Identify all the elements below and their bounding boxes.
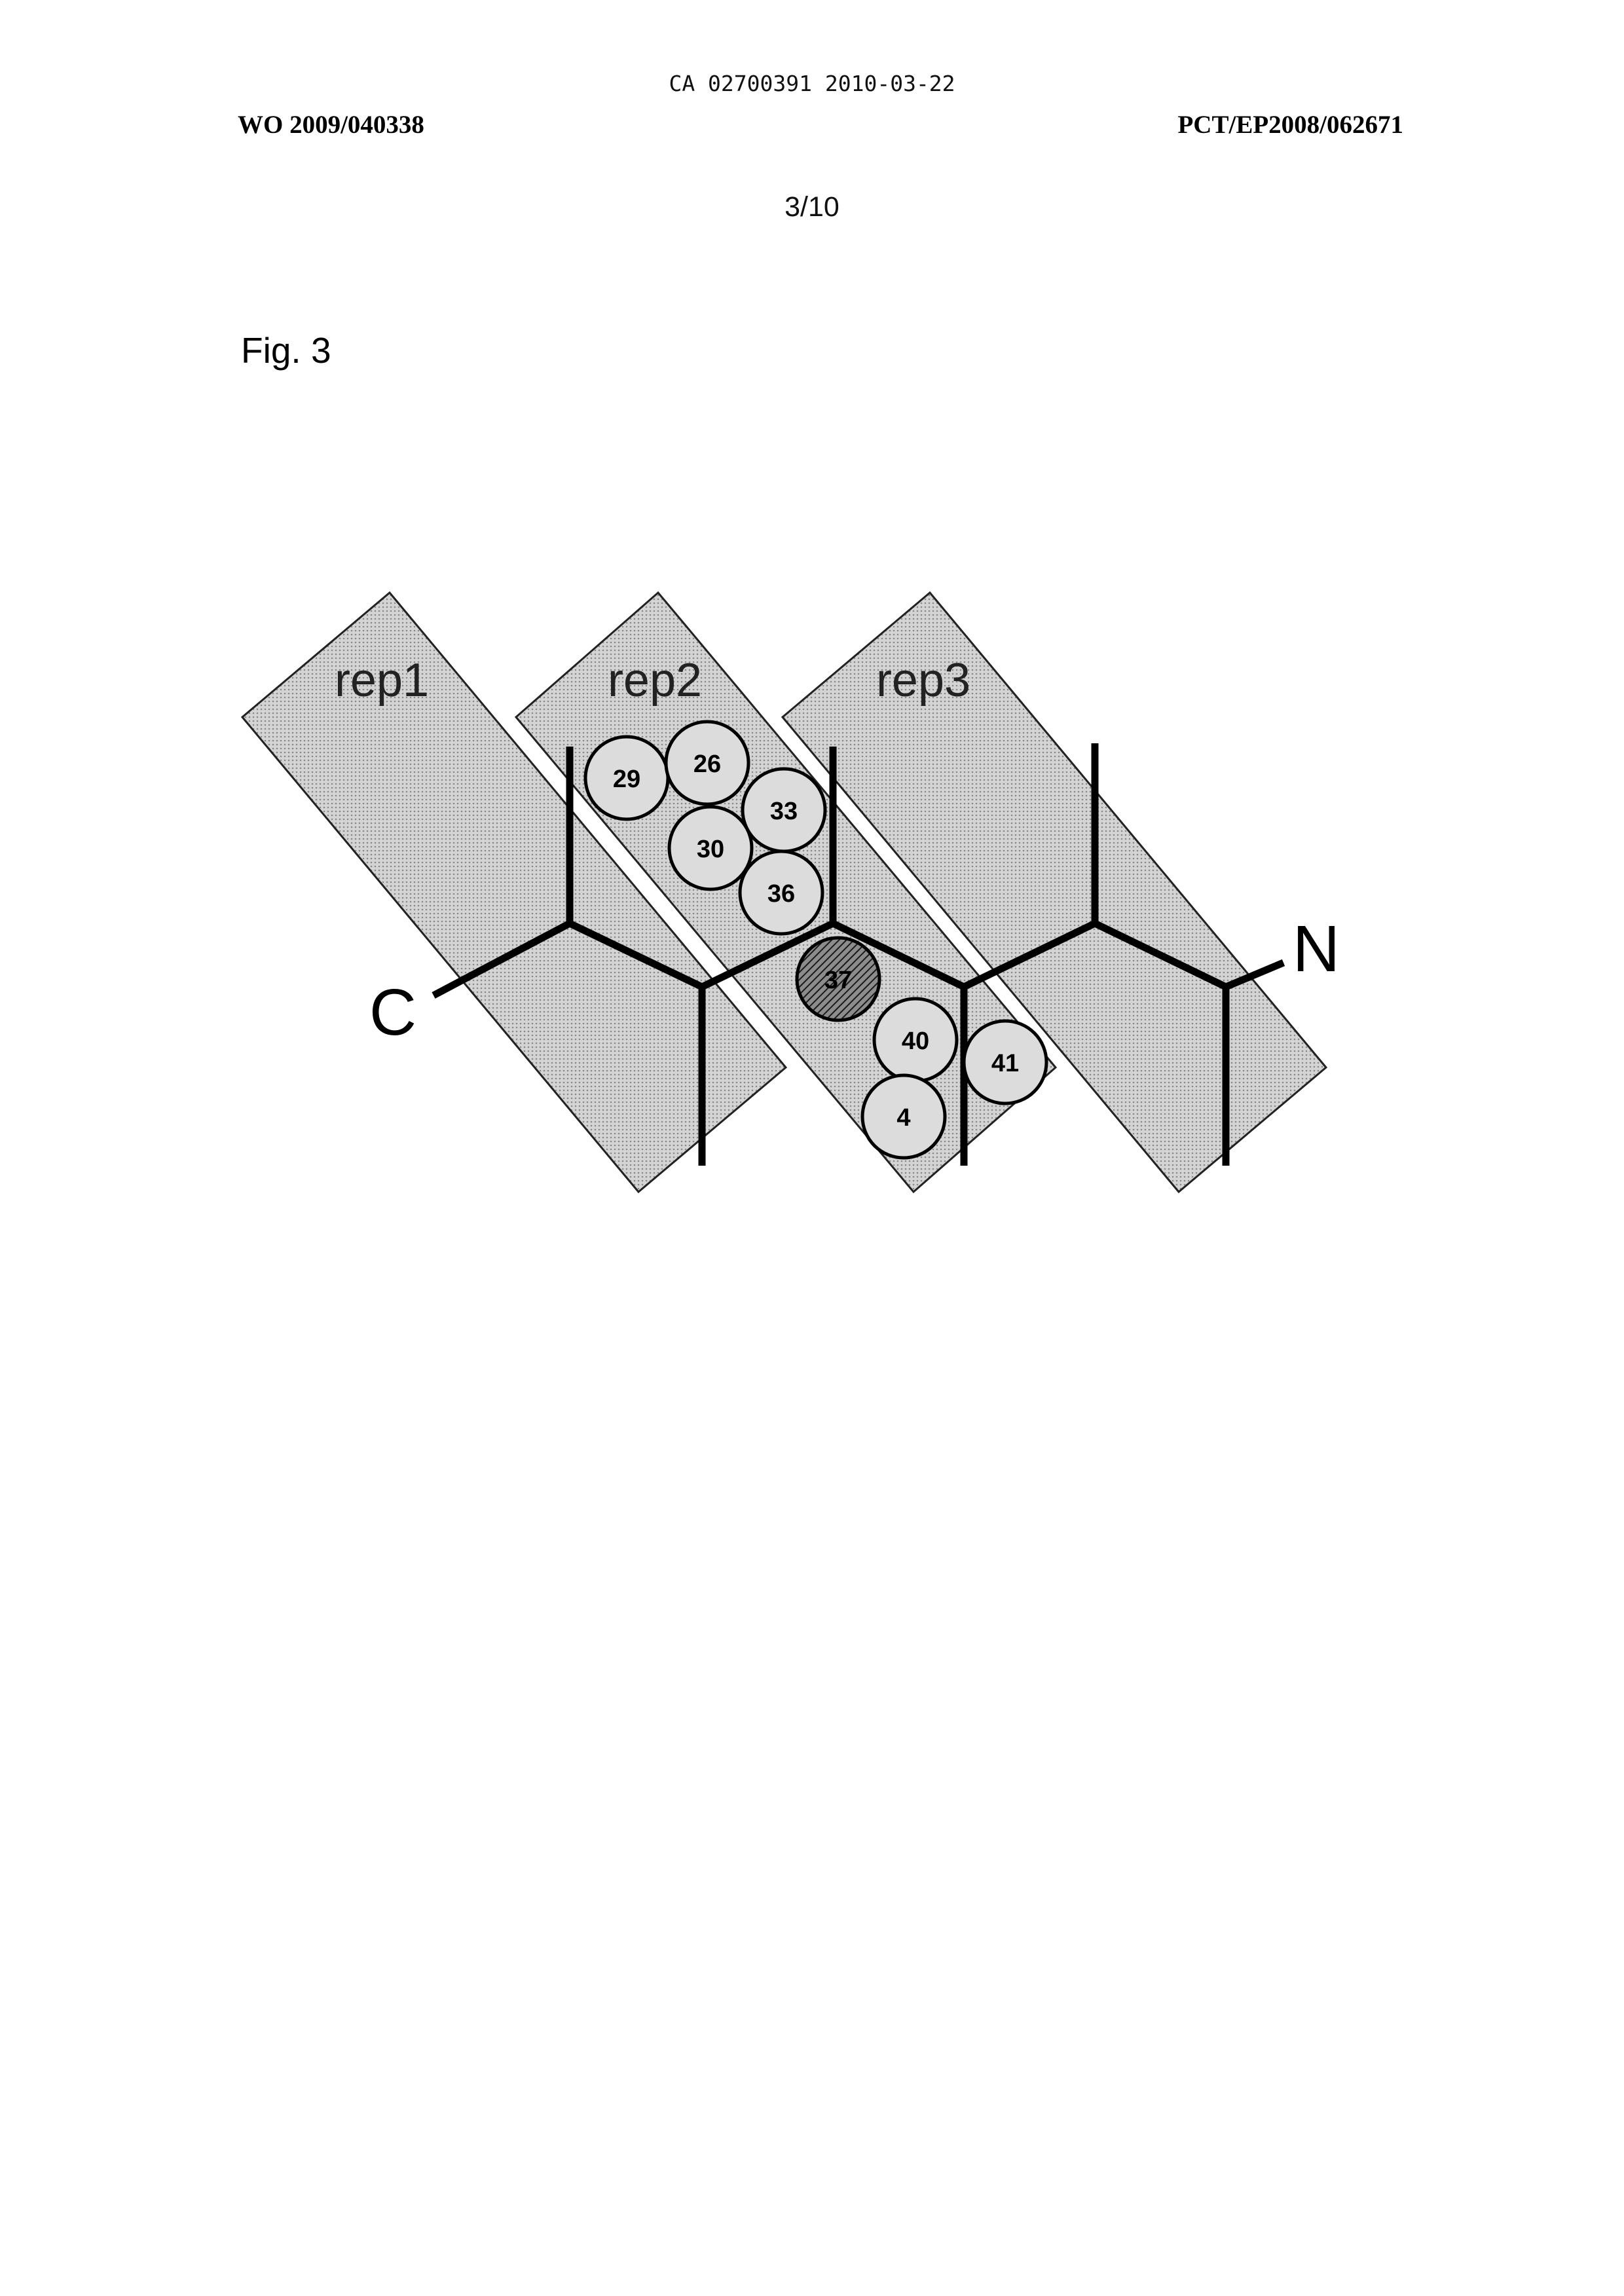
svg-text:29: 29 xyxy=(613,766,640,793)
svg-text:33: 33 xyxy=(770,798,798,825)
residue-37-highlighted: 37 xyxy=(797,938,879,1020)
svg-text:30: 30 xyxy=(697,836,724,863)
c-terminus-label: C xyxy=(369,976,416,1049)
residue-41: 41 xyxy=(964,1021,1046,1103)
svg-text:37: 37 xyxy=(824,967,852,994)
svg-text:41: 41 xyxy=(991,1050,1019,1077)
svg-text:4: 4 xyxy=(896,1104,910,1132)
residue-33: 33 xyxy=(743,769,825,851)
svg-text:36: 36 xyxy=(767,880,795,908)
residue-30: 30 xyxy=(669,807,752,889)
repeat-label-2: rep2 xyxy=(608,654,702,707)
residue-36: 36 xyxy=(740,851,822,934)
n-terminus-label: N xyxy=(1293,912,1340,986)
repeat-label-3: rep3 xyxy=(876,654,970,707)
residue-26: 26 xyxy=(666,722,748,804)
repeat-label-1: rep1 xyxy=(335,654,429,707)
svg-text:40: 40 xyxy=(902,1028,929,1055)
svg-text:26: 26 xyxy=(693,750,721,778)
residue-29: 29 xyxy=(585,737,668,819)
residue-40: 40 xyxy=(874,999,957,1081)
residue-4: 4 xyxy=(862,1075,945,1158)
